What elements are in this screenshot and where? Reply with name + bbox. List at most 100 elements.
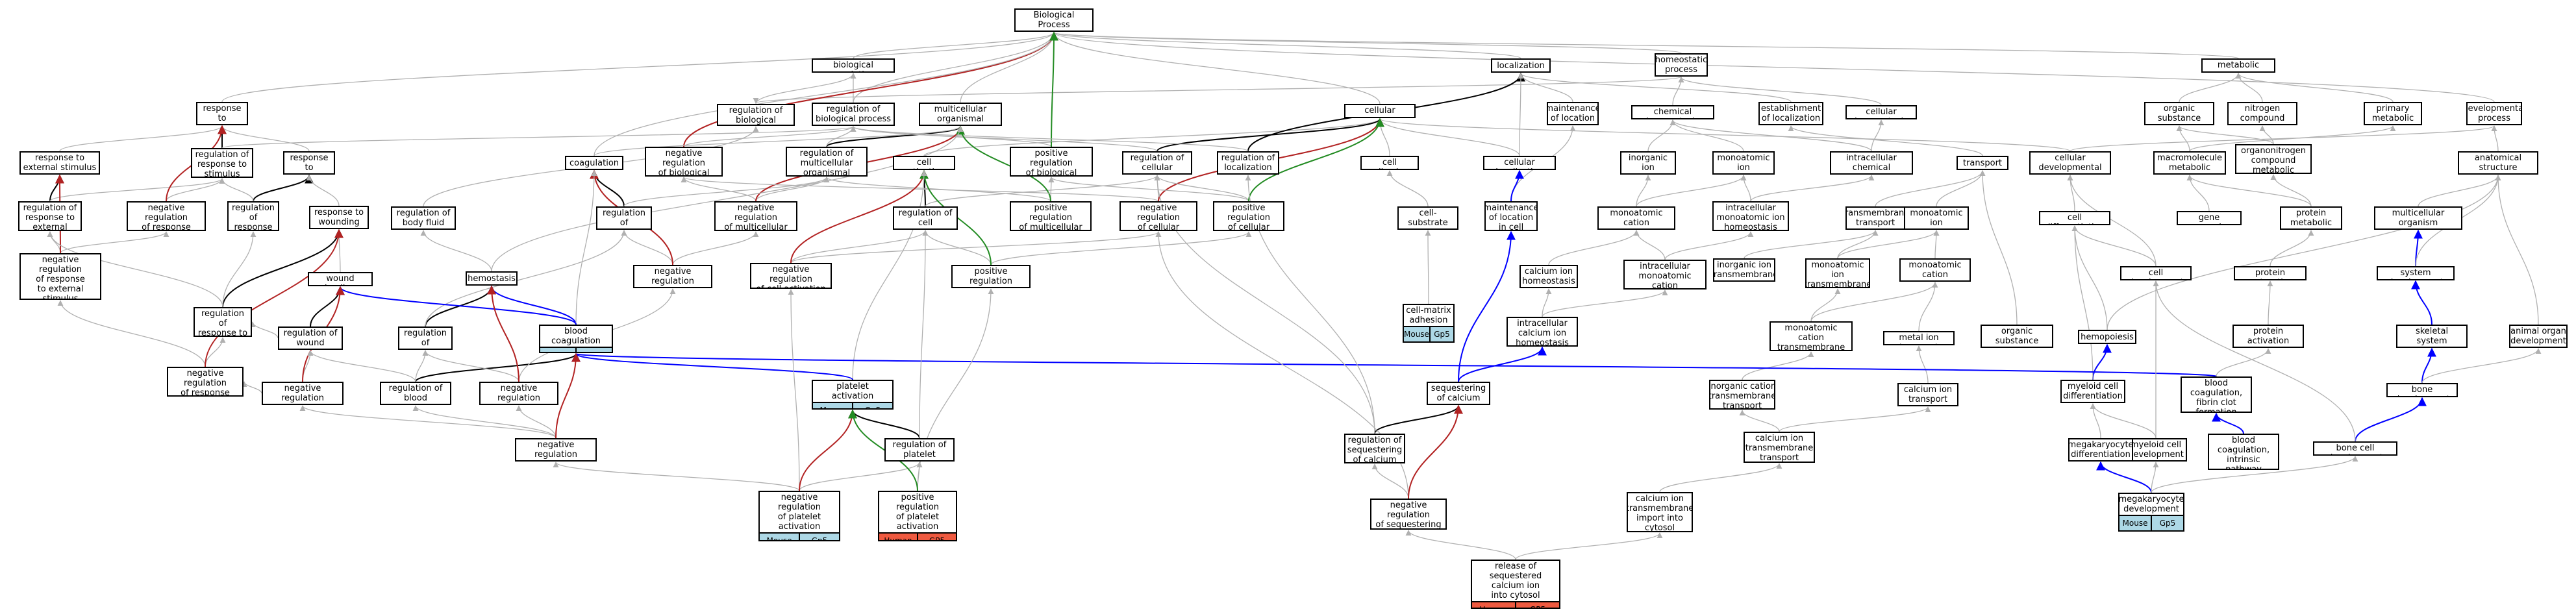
go-term-orgnitro[interactable]: organonitrogen compound metabolic proces… <box>2235 144 2312 174</box>
go-term-respstress[interactable]: response to stress <box>283 151 335 175</box>
go-term-anatdev[interactable]: anatomical structure development <box>2458 151 2538 175</box>
go-term-negreghemo[interactable]: negative regulation of hemostasis <box>479 382 558 405</box>
go-term-caiontmt[interactable]: calcium ion transmembrane transport <box>1744 432 1815 463</box>
go-term-regloc[interactable]: regulation of localization <box>1217 151 1279 175</box>
go-term-caionimport[interactable]: calcium ion transmembrane import into cy… <box>1627 492 1693 532</box>
go-term-chemhom[interactable]: chemical homeostasis <box>1631 105 1714 119</box>
go-term-macromet[interactable]: macromolecule metabolic process <box>2153 151 2226 175</box>
go-term-ichemhom[interactable]: intracellular chemical homeostasis <box>1830 151 1913 175</box>
go-term-skelsysdev[interactable]: skeletal system development <box>2396 325 2468 348</box>
go-term-orgsub[interactable]: organic substance metabolic process <box>2144 102 2214 125</box>
go-term-cellact[interactable]: cell activation <box>893 156 955 170</box>
go-term-hemostasis[interactable]: hemostasis <box>466 271 518 286</box>
go-term-caionhom[interactable]: calcium ion homeostasis <box>1519 265 1578 288</box>
go-term-regwoundheal[interactable]: regulation of wound healing <box>278 326 343 350</box>
go-term-cellhom[interactable]: cellular homeostasis <box>1845 105 1917 119</box>
go-term-posregmop[interactable]: positive regulation of multicellular org… <box>1010 201 1092 231</box>
go-term-negregmop[interactable]: negative regulation of multicellular org… <box>714 201 797 231</box>
go-term-regcellact[interactable]: regulation of cell activation <box>893 206 958 230</box>
go-term-negregseqcaion[interactable]: negative regulation of sequestering of c… <box>1370 499 1447 530</box>
go-term-regplatact[interactable]: regulation of platelet activation <box>884 438 955 462</box>
go-term-bp[interactable]: Biological Process Gp5 <box>1014 8 1094 32</box>
go-term-celldevproc[interactable]: cellular developmental process <box>2029 151 2111 175</box>
go-term-negregrespext[interactable]: negative regulation of response to exter… <box>19 253 101 300</box>
go-term-regbq[interactable]: regulation of biological quality <box>717 104 795 126</box>
go-term-regbfl[interactable]: regulation of body fluid levels <box>391 206 456 230</box>
go-term-monocattmt[interactable]: monoatomic cation transmembrane transpor… <box>1769 321 1853 351</box>
go-term-transport[interactable]: transport <box>1957 156 2008 170</box>
go-term-myeloiddev[interactable]: myeloid cell development <box>2125 438 2187 462</box>
go-term-resp[interactable]: response to stimulus <box>196 102 248 125</box>
go-term-metaliontransp[interactable]: metal ion transport <box>1883 331 1955 345</box>
go-term-cellproc[interactable]: cellular process <box>1344 104 1416 118</box>
go-term-celladh[interactable]: cell adhesion <box>1360 156 1419 170</box>
go-term-negregbloodcoag[interactable]: negative regulation of blood coagulation <box>515 438 597 462</box>
go-term-celldev[interactable]: cell development <box>2120 266 2192 280</box>
go-term-posregcellact[interactable]: positive regulation of cell activation <box>951 265 1031 288</box>
go-term-bcfibrin[interactable]: blood coagulation, fibrin clot formation <box>2181 376 2252 413</box>
go-term-regbp[interactable]: regulation of biological process <box>812 103 895 126</box>
go-term-monoionhom[interactable]: monoatomic ion homeostasis <box>1712 151 1775 175</box>
go-term-regrespstress[interactable]: regulation of response to stress <box>227 201 279 231</box>
go-term-regrespwound[interactable]: regulation of response to wounding <box>194 307 252 337</box>
go-term-tmtransport[interactable]: transmembrane transport <box>1845 206 1905 230</box>
go-term-respext[interactable]: response to external stimulus <box>19 151 100 175</box>
go-term-negregplatact[interactable]: negative regulation of platelet activati… <box>758 491 840 541</box>
go-term-regcp[interactable]: regulation of cellular process <box>1122 151 1192 175</box>
go-term-woundheal[interactable]: wound healing <box>308 272 373 286</box>
go-term-regrespext[interactable]: regulation of response to external stimu… <box>18 201 82 231</box>
go-term-negregcp[interactable]: negative regulation of cellular process <box>1119 201 1197 231</box>
go-term-megadiff[interactable]: megakaryocyte differentiation <box>2068 438 2133 462</box>
go-term-loc[interactable]: localization <box>1491 58 1551 73</box>
go-term-posregplatact[interactable]: positive regulation of platelet activati… <box>878 491 957 541</box>
go-term-protmet[interactable]: protein metabolic process <box>2280 206 2342 230</box>
go-term-regcoag[interactable]: regulation of coagulation <box>596 206 652 230</box>
go-term-imonoionhom[interactable]: intracellular monoatomic ion homeostasis <box>1712 201 1789 231</box>
go-term-imonocathom[interactable]: intracellular monoatomic cation homeosta… <box>1623 260 1707 290</box>
go-term-caiontransp[interactable]: calcium ion transport <box>1897 383 1958 406</box>
go-term-negregbp[interactable]: negative regulation of biological proces… <box>645 147 723 177</box>
go-term-protactcasc[interactable]: protein activation cascade <box>2232 325 2304 348</box>
go-term-hemopoiesis[interactable]: hemopoiesis <box>2078 330 2136 344</box>
go-term-animorgdev[interactable]: animal organ development <box>2509 325 2568 348</box>
go-term-cellloc[interactable]: cellular localization <box>1483 156 1556 170</box>
go-term-posregbp[interactable]: positive regulation of biological proces… <box>1010 147 1093 177</box>
go-term-primmet[interactable]: primary metabolic process <box>2364 102 2422 125</box>
go-term-biolreg[interactable]: biological regulation <box>812 58 895 73</box>
go-term-monocathom[interactable]: monoatomic cation homeostasis <box>1597 206 1675 230</box>
go-term-homproc[interactable]: homeostatic process <box>1655 53 1708 77</box>
go-term-regseqcaion[interactable]: regulation of sequestering of calcium io… <box>1344 434 1405 463</box>
go-term-coag[interactable]: coagulation <box>565 156 623 170</box>
go-term-seqcaion[interactable]: sequestering of calcium ion <box>1427 382 1490 405</box>
go-term-sysdev[interactable]: system development <box>2377 266 2455 280</box>
go-term-negregcellact[interactable]: negative regulation of cell activation <box>750 263 832 289</box>
go-term-regmop[interactable]: regulation of multicellular organismal p… <box>786 147 868 177</box>
go-term-inocattmt[interactable]: inorganic cation transmembrane transport <box>1709 380 1775 410</box>
go-term-reghemo[interactable]: regulation of hemostasis <box>398 326 453 350</box>
go-term-protmat[interactable]: protein maturation <box>2234 266 2307 280</box>
go-term-metab[interactable]: metabolic process <box>2201 58 2275 73</box>
go-term-orgsubtransp[interactable]: organic substance transport <box>1981 325 2053 348</box>
go-term-negregresp[interactable]: negative regulation of response to stimu… <box>127 201 206 231</box>
go-term-bloodcoag[interactable]: blood coagulationMouseGp5 <box>539 325 613 353</box>
go-term-mcorgdev[interactable]: multicellular organism development <box>2374 206 2462 230</box>
go-term-posregcp[interactable]: positive regulation of cellular process <box>1213 201 1284 231</box>
go-term-mop[interactable]: multicellular organismal process <box>919 103 1002 126</box>
go-term-monoiontransp[interactable]: monoatomic ion transport <box>1904 206 1969 230</box>
go-term-icaionhom[interactable]: intracellular calcium ion homeostasis <box>1507 317 1578 347</box>
go-term-myeloiddiff[interactable]: myeloid cell differentiation <box>2060 380 2125 403</box>
go-term-estloc[interactable]: establishment of localization <box>1758 102 1823 125</box>
go-term-devproc[interactable]: developmental process <box>2466 102 2522 125</box>
go-term-bonedev[interactable]: bone development <box>2386 383 2458 397</box>
go-term-mainlocincell[interactable]: maintenance of location in cell <box>1484 201 1538 231</box>
go-term-celldiff[interactable]: cell differentiation <box>2039 211 2110 225</box>
go-term-bonecelldev[interactable]: bone cell development <box>2313 441 2397 456</box>
go-term-monoiontmt[interactable]: monoatomic ion transmembrane transport <box>1805 258 1870 288</box>
go-term-mainloc[interactable]: maintenance of location <box>1547 102 1599 125</box>
go-term-respwound[interactable]: response to wounding <box>309 206 369 229</box>
go-term-geneexp[interactable]: gene expression <box>2177 211 2242 225</box>
go-term-negregrespwound[interactable]: negative regulation of response to wound… <box>167 367 244 397</box>
go-term-negregwoundheal[interactable]: negative regulation of wound healing <box>262 382 344 405</box>
